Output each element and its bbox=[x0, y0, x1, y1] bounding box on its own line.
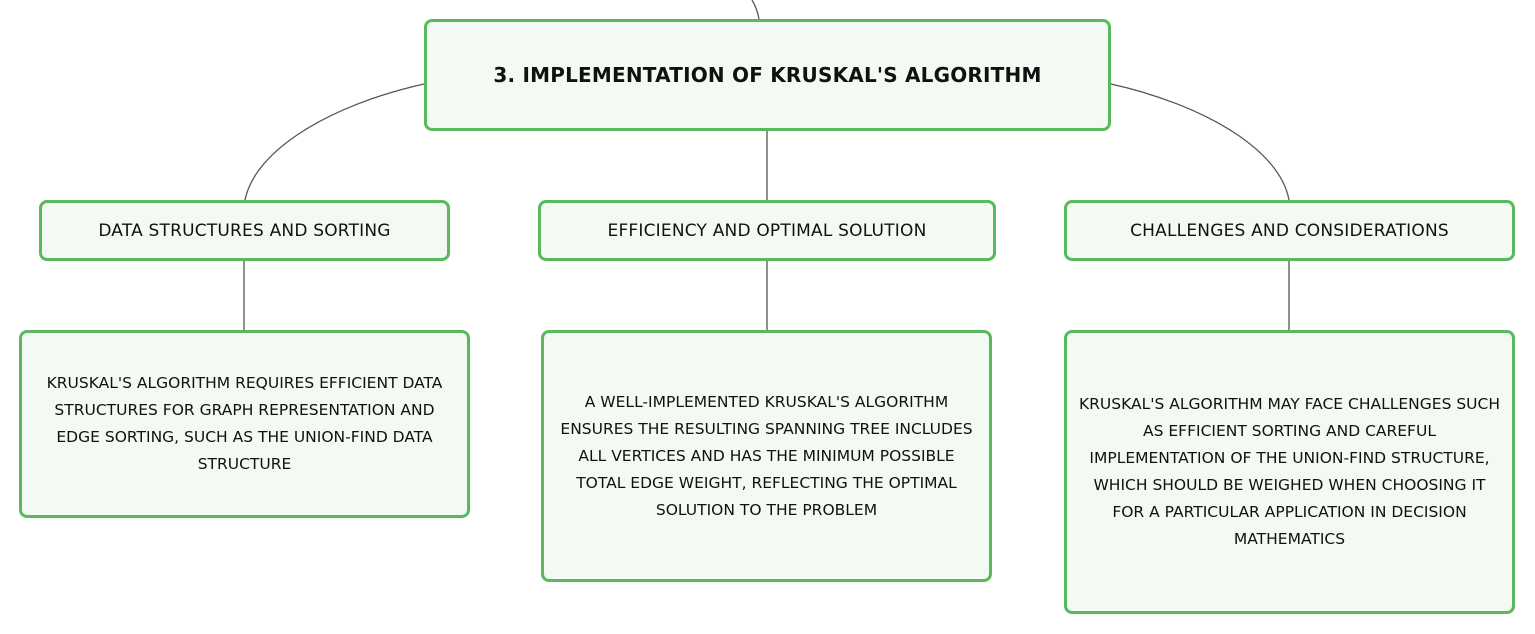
detail-node-efficiency: A WELL-IMPLEMENTED KRUSKAL'S ALGORITHM E… bbox=[541, 330, 992, 582]
branch-node-challenges: CHALLENGES AND CONSIDERATIONS bbox=[1064, 200, 1515, 261]
branch-node-label: DATA STRUCTURES AND SORTING bbox=[98, 220, 391, 241]
branch-node-label: CHALLENGES AND CONSIDERATIONS bbox=[1130, 220, 1449, 241]
detail-node-challenges: KRUSKAL'S ALGORITHM MAY FACE CHALLENGES … bbox=[1064, 330, 1515, 614]
branch-node-efficiency: EFFICIENCY AND OPTIMAL SOLUTION bbox=[538, 200, 996, 261]
detail-node-data-structures: KRUSKAL'S ALGORITHM REQUIRES EFFICIENT D… bbox=[19, 330, 470, 518]
connector-parent-to-root bbox=[751, 0, 760, 20]
detail-node-text: KRUSKAL'S ALGORITHM MAY FACE CHALLENGES … bbox=[1079, 395, 1500, 548]
branch-node-data-structures: DATA STRUCTURES AND SORTING bbox=[39, 200, 450, 261]
detail-node-text: KRUSKAL'S ALGORITHM REQUIRES EFFICIENT D… bbox=[46, 374, 443, 473]
root-node: 3. IMPLEMENTATION OF KRUSKAL'S ALGORITHM bbox=[424, 19, 1111, 131]
root-node-label: 3. IMPLEMENTATION OF KRUSKAL'S ALGORITHM bbox=[493, 63, 1042, 87]
detail-node-text: A WELL-IMPLEMENTED KRUSKAL'S ALGORITHM E… bbox=[560, 392, 973, 519]
connector-root-to-branch-1 bbox=[244, 83, 425, 201]
connector-root-to-branch-3 bbox=[1110, 83, 1290, 201]
branch-node-label: EFFICIENCY AND OPTIMAL SOLUTION bbox=[607, 220, 927, 241]
